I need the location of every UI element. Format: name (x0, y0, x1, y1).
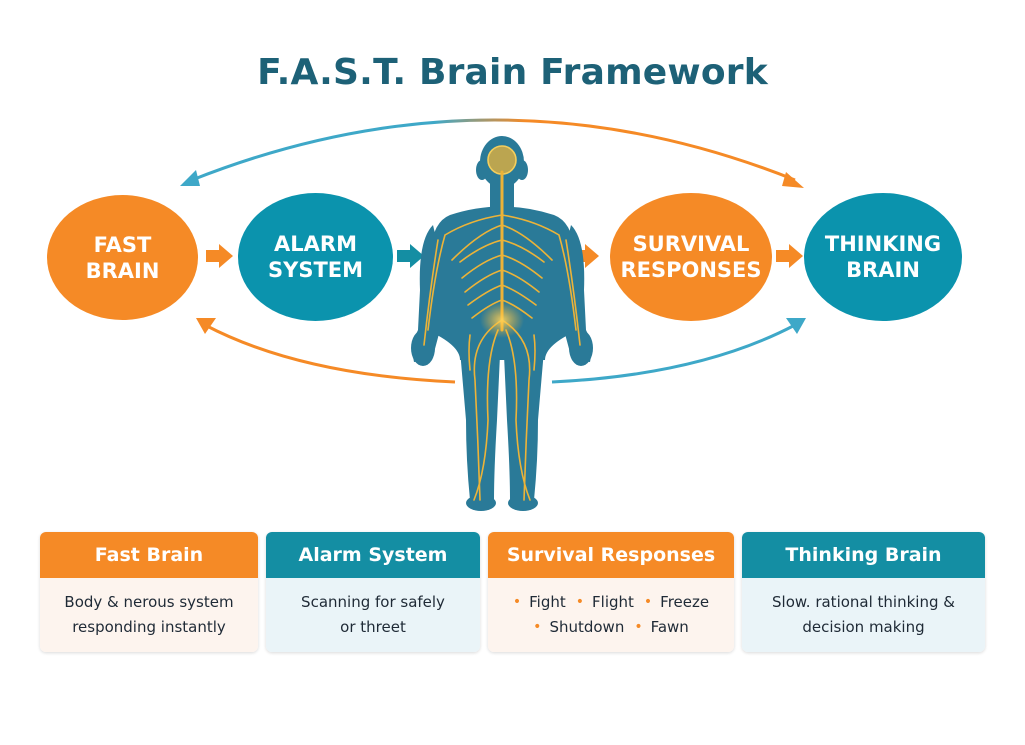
bullet-dot-icon: • (575, 594, 585, 610)
node-fast-brain-label: FAST BRAIN (85, 232, 160, 283)
arc-arrowhead-top-left (180, 170, 200, 186)
card-text-line: or threet (340, 618, 406, 636)
bullet-text: Flight (592, 593, 634, 611)
diagram-title: F.A.S.T. Brain Framework (257, 52, 768, 93)
node-survival-responses-label: SURVIVAL RESPONSES (620, 232, 762, 282)
bullet-item-fight: • Fight (513, 590, 566, 615)
human-nervous-system-figure (411, 136, 593, 511)
bullet-dot-icon: • (512, 594, 522, 610)
bullet-item-shutdown: • Shutdown (533, 615, 624, 640)
card-text-line: Body & nerous system (64, 593, 234, 611)
arrow-alarm-to-body (397, 244, 424, 268)
bullet-text: Freeze (660, 593, 710, 611)
arc-arrowhead-top-right (782, 172, 804, 188)
card-alarm-system-title: Alarm System (266, 532, 480, 578)
feedback-arc-bottom-right (551, 323, 796, 384)
bullet-item-flight: • Flight (576, 590, 634, 615)
card-text-line: responding instantly (72, 618, 226, 636)
bullet-item-fawn: • Fawn (634, 615, 688, 640)
card-text-line: Scanning for safely (301, 593, 445, 611)
bullet-row: • Shutdown • Fawn (533, 615, 689, 640)
card-survival-responses-list: •Fight •Flight •Freeze •Shutdown •Fawn (488, 578, 734, 652)
card-alarm-system-description: Scanning for safely or threet (266, 578, 480, 652)
card-thinking-brain-description: Slow. rational thinking & decision makin… (742, 578, 985, 652)
node-thinking-brain: THINKING BRAIN (804, 193, 962, 321)
card-fast-brain: Fast Brain Body & nerous system respondi… (40, 532, 258, 652)
bullet-text: Shutdown (549, 618, 625, 636)
bullet-dot-icon: • (634, 619, 643, 635)
bullet-text: Fight (529, 593, 566, 611)
card-fast-brain-description: Body & nerous system responding instantl… (40, 578, 258, 652)
card-thinking-brain-title: Thinking Brain (742, 532, 985, 578)
bullet-text: Fawn (650, 618, 689, 636)
feedback-arc-top (191, 118, 796, 182)
node-fast-brain: FAST BRAIN (47, 195, 198, 320)
arrow-fast-to-alarm (206, 244, 233, 268)
card-text-line: Slow. rational thinking & (772, 593, 955, 611)
card-survival-responses-title: Survival Responses (488, 532, 734, 578)
arc-arrowhead-bottom-left (196, 318, 216, 334)
node-survival-responses: SURVIVAL RESPONSES (610, 193, 772, 321)
bullet-dot-icon: • (533, 619, 542, 635)
feedback-arc-bottom-left (204, 323, 456, 384)
bullet-dot-icon: • (643, 594, 653, 610)
card-fast-brain-title: Fast Brain (40, 532, 258, 578)
arc-arrowhead-bottom-right (786, 318, 806, 334)
bullet-row: • Fight • Flight • Freeze (513, 590, 709, 615)
arrow-survival-to-thinking (776, 244, 803, 268)
bullet-item-freeze: • Freeze (644, 590, 709, 615)
card-alarm-system: Alarm System Scanning for safely or thre… (266, 532, 480, 652)
card-thinking-brain: Thinking Brain Slow. rational thinking &… (742, 532, 985, 652)
card-text-line: decision making (802, 618, 925, 636)
node-alarm-system: ALARM SYSTEM (238, 193, 393, 321)
card-survival-responses: Survival Responses •Fight •Flight •Freez… (488, 532, 734, 652)
node-alarm-system-label: ALARM SYSTEM (267, 232, 364, 282)
node-thinking-brain-label: THINKING BRAIN (824, 232, 942, 282)
